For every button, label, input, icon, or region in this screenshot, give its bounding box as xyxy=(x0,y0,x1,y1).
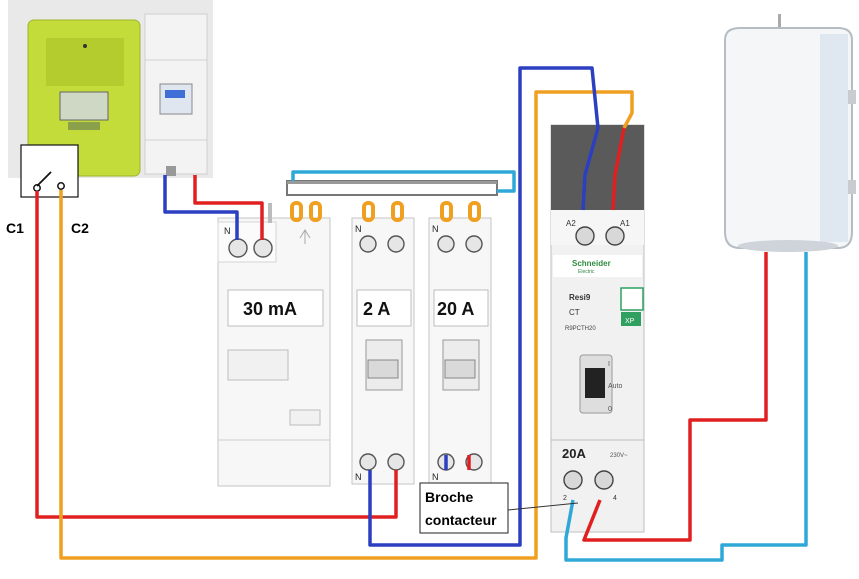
contactor-on-mark: I xyxy=(608,361,610,368)
switch-contact-c2 xyxy=(57,182,65,190)
wire-contactor-a2-inner xyxy=(581,127,600,211)
cb1-neutral-letter: N xyxy=(355,224,362,234)
switch-label-c1: C1 xyxy=(6,220,24,236)
wire-meter-rcd-phase xyxy=(193,175,264,240)
wire-neutral-coil xyxy=(368,66,600,547)
cb2-neutral-letter: N xyxy=(432,224,439,234)
rcd-terminal-n xyxy=(228,238,248,258)
callout-line-2: contacteur xyxy=(425,512,497,528)
rcd-30ma: N xyxy=(217,203,331,487)
callout-box xyxy=(419,482,509,534)
contactor-coil-a1: A1 xyxy=(620,219,630,228)
cb2-rating-label: 20 A xyxy=(437,299,474,319)
contactor-xp-badge: XP xyxy=(625,318,635,325)
contactor-terminal-2: 2 xyxy=(563,495,567,502)
wire-c1-phase xyxy=(35,191,398,519)
cb1-rating-label: 2 A xyxy=(363,299,390,319)
wire-heater-phase xyxy=(582,252,768,542)
wires xyxy=(35,66,808,562)
wire-meter-rcd-neutral xyxy=(163,175,239,240)
switch-box xyxy=(20,144,79,198)
busbar-comb xyxy=(286,180,498,196)
callout-leader-line xyxy=(507,502,579,511)
contactor-terminal-4: 4 xyxy=(613,495,617,502)
svg-text:N: N xyxy=(355,472,362,482)
contactor-rating: 20A xyxy=(562,446,586,461)
contactor-type: CT xyxy=(569,308,580,317)
rcd-neutral-letter: N xyxy=(224,226,231,236)
rcd-rating-label: 30 mA xyxy=(243,299,297,319)
svg-text:N: N xyxy=(432,472,439,482)
contactor-voltage: 230V~ xyxy=(610,453,628,459)
comb-clips xyxy=(290,201,481,222)
contactor-mode: Auto xyxy=(608,383,623,390)
wire-c2-control xyxy=(59,90,634,560)
contactor-series: Resi9 xyxy=(569,293,591,302)
callout-line-1: Broche xyxy=(425,489,473,505)
water-heater xyxy=(724,14,856,252)
switch-lever xyxy=(36,171,52,187)
contactor-reference: R9PCTH20 xyxy=(565,326,596,332)
rcd-terminal-l xyxy=(253,238,273,258)
wire-heater-neutral xyxy=(564,252,808,562)
contactor-coil-a2: A2 xyxy=(566,219,576,228)
wire-contactor-a1-inner xyxy=(611,127,626,211)
contactor-off-mark: 0 xyxy=(608,406,612,413)
contactor-brand: Schneider xyxy=(572,259,611,268)
breaker-2a: N N xyxy=(351,217,415,485)
electricity-meter xyxy=(8,0,213,178)
switch-label-c2: C2 xyxy=(71,220,89,236)
contactor-brand-sub: Electric xyxy=(578,269,595,275)
wire-busbar-top xyxy=(291,170,516,193)
breaker-20a: N N xyxy=(428,217,492,485)
